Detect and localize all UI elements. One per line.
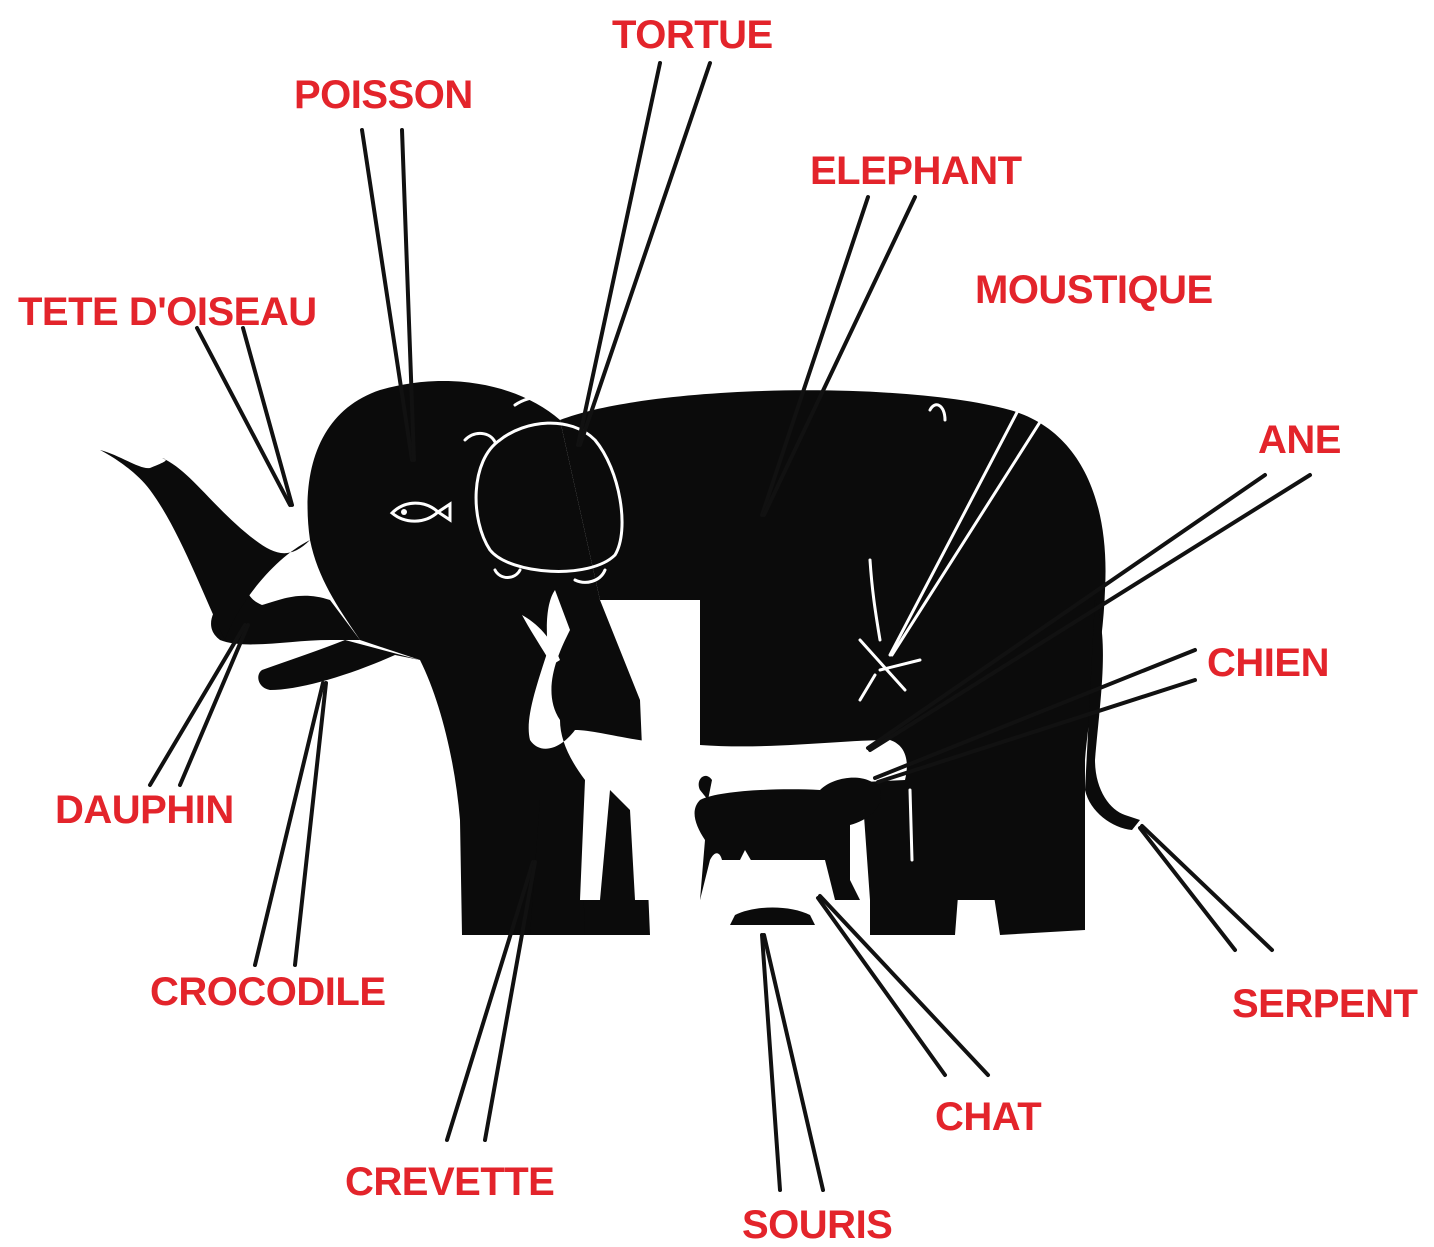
pointer-serpent-1 [1140, 828, 1235, 950]
pointer-serpent-2 [1142, 826, 1272, 950]
pointer-tortue-1 [578, 63, 660, 445]
pointer-crocodile-1 [255, 683, 323, 965]
pointer-dauphin-2 [180, 625, 248, 785]
label-serpent: SERPENT [1232, 982, 1417, 1026]
pointer-dauphin-1 [150, 625, 245, 785]
label-tete-oiseau: TETE D'OISEAU [18, 290, 317, 334]
label-crevette: CREVETTE [345, 1160, 554, 1204]
label-poisson: POISSON [294, 73, 473, 117]
label-dauphin: DAUPHIN [55, 788, 234, 832]
label-elephant: ELEPHANT [810, 149, 1022, 193]
pointer-tete-oiseau-1 [197, 328, 290, 505]
label-chien: CHIEN [1207, 641, 1329, 685]
pointer-crocodile-2 [295, 683, 326, 965]
label-crocodile: CROCODILE [150, 970, 386, 1014]
label-souris: SOURIS [742, 1203, 892, 1247]
mouse-figure [730, 908, 815, 926]
pointer-tete-oiseau-2 [243, 328, 292, 505]
elephant-silhouette [100, 381, 1140, 935]
label-tortue: TORTUE [612, 13, 773, 57]
label-moustique: MOUSTIQUE [975, 268, 1213, 312]
pointer-tortue-2 [580, 63, 710, 445]
label-chat: CHAT [935, 1095, 1041, 1139]
label-ane: ANE [1258, 418, 1341, 462]
